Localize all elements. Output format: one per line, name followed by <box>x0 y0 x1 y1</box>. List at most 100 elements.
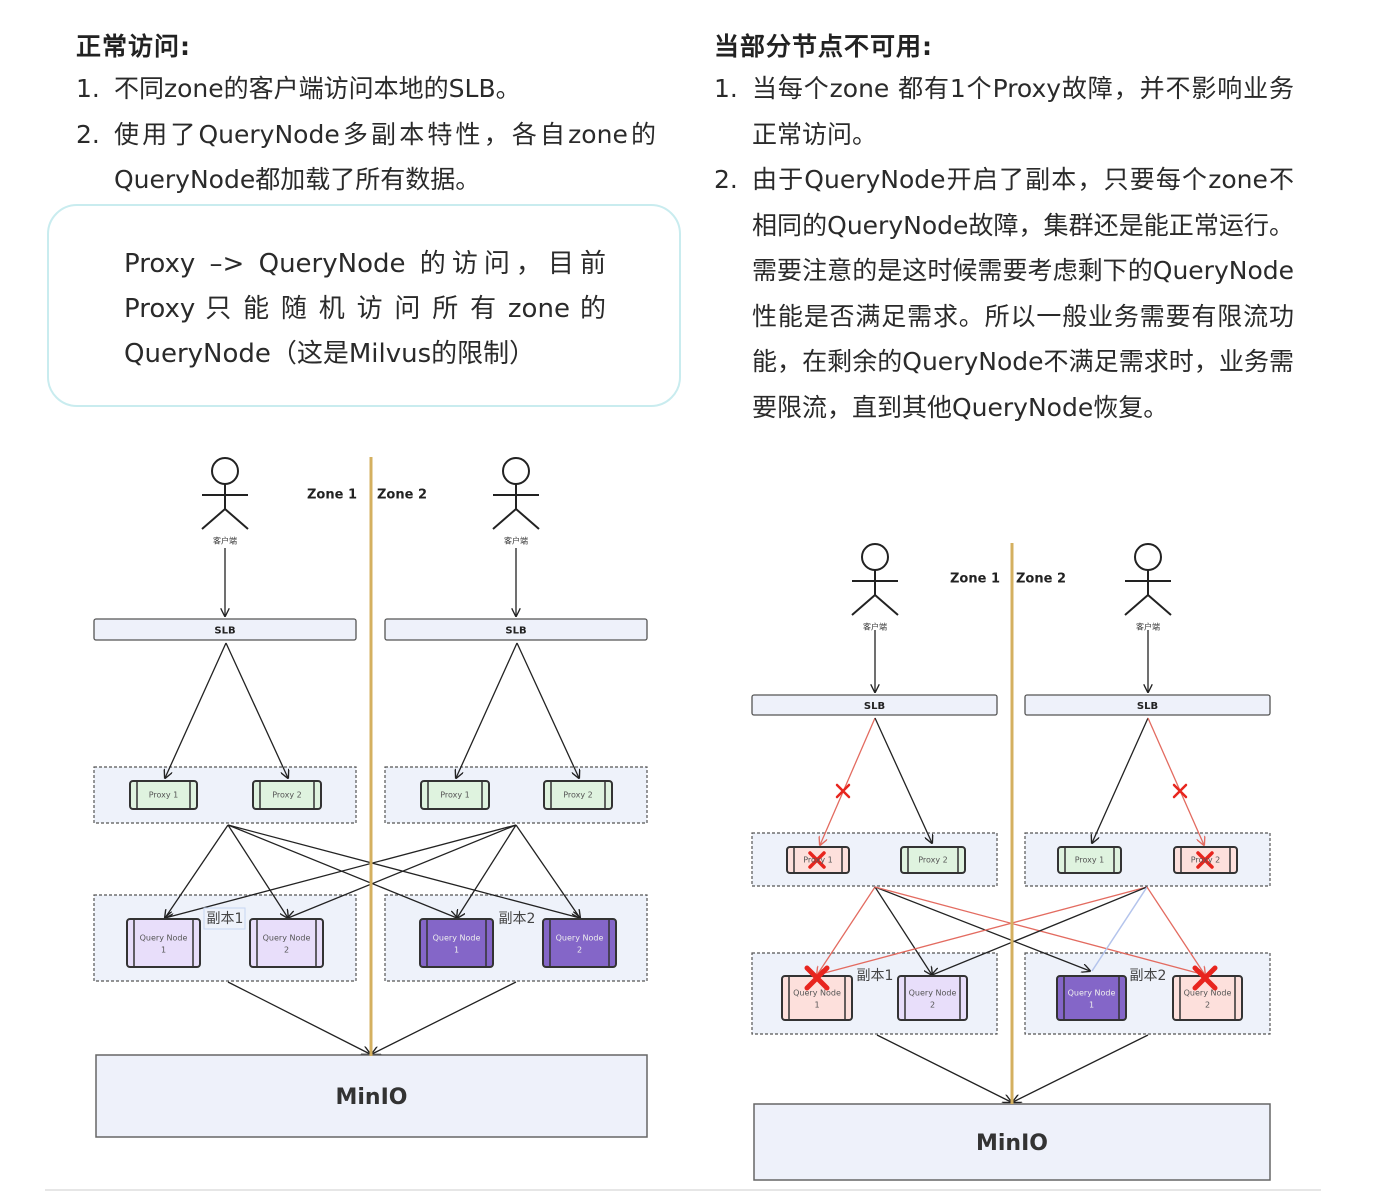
divider <box>45 1189 1321 1191</box>
proxy-box-divider <box>259 781 315 809</box>
replica-label: 副本1 <box>207 911 244 927</box>
connector-arrow <box>876 1034 1011 1102</box>
connector-arrow <box>1091 886 1148 972</box>
client-person-icon <box>492 484 540 530</box>
proxy-box <box>1057 846 1122 874</box>
minio-box <box>753 1103 1271 1181</box>
proxy-label: Proxy 2 <box>272 791 302 800</box>
proxy-label: Proxy 1 <box>1075 856 1105 865</box>
slb-label: SLB <box>1137 701 1158 712</box>
zone-label: Zone 2 <box>377 488 427 503</box>
slb-label: SLB <box>214 626 235 637</box>
query-node-box-divider <box>1179 976 1236 1020</box>
list-item: 2.由于QueryNode开启了副本，只要每个zone不相同的QueryNode… <box>714 165 1294 422</box>
replica-label: 副本2 <box>499 911 536 927</box>
query-node-box <box>249 918 324 968</box>
query-node-label: Query Node <box>909 989 957 998</box>
minio-label: MinIO <box>976 1131 1048 1156</box>
list-item: 1.当每个zone 都有1个Proxy故障，并不影响业务正常访问。 <box>714 74 1294 149</box>
client-person-icon <box>1134 543 1162 571</box>
failure-x-icon <box>1192 965 1218 991</box>
query-node-number: 1 <box>161 946 166 955</box>
connector-arrow <box>1092 717 1149 843</box>
query-node-box <box>897 975 968 1021</box>
zone-label: Zone 1 <box>950 572 1000 587</box>
client-person-icon <box>211 457 239 485</box>
connector-arrow <box>1147 717 1204 845</box>
failure-x-icon <box>835 783 851 799</box>
query-node-label: Query Node <box>556 934 604 943</box>
replica-label-frame <box>203 907 246 930</box>
proxy-box-divider <box>907 847 959 873</box>
left-heading: 正常访问: <box>76 32 191 61</box>
failure-x-icon <box>1172 783 1188 799</box>
query-node-box-divider <box>904 976 961 1020</box>
query-node-number: 2 <box>284 946 289 955</box>
slb-box <box>751 694 998 716</box>
query-node-number: 1 <box>1089 1001 1094 1010</box>
connector-arrow <box>457 824 517 918</box>
connector-arrow <box>874 886 1090 971</box>
proxy-label: Proxy 1 <box>440 791 470 800</box>
connector-arrow <box>165 824 229 918</box>
proxy-label: Proxy 2 <box>918 856 948 865</box>
proxy-label: Proxy 2 <box>563 791 593 800</box>
query-node-label: Query Node <box>433 934 481 943</box>
connector-arrow <box>227 824 580 918</box>
connector-arrow <box>516 642 579 778</box>
connector-arrow <box>874 717 932 843</box>
query-node-number: 1 <box>454 946 459 955</box>
right-heading: 当部分节点不可用: <box>714 32 933 61</box>
connector-arrow <box>1146 886 1205 975</box>
proxy-box <box>129 780 198 810</box>
proxy-label: Proxy 1 <box>149 791 179 800</box>
slb-box <box>93 618 357 641</box>
proxy-box-divider <box>136 781 191 809</box>
proxy-box-divider <box>793 847 843 873</box>
proxy-label: Proxy 1 <box>803 856 833 865</box>
query-node-box <box>1056 975 1127 1021</box>
query-node-number: 2 <box>1205 1001 1210 1010</box>
query-node-box-divider <box>133 919 194 967</box>
connector-arrow <box>456 642 518 778</box>
connector-arrow <box>817 886 1148 975</box>
client-person-icon <box>851 570 899 616</box>
slb-box <box>384 618 648 641</box>
connector-arrow <box>227 981 370 1054</box>
query-node-label: Query Node <box>263 934 311 943</box>
connector-arrow <box>874 886 932 975</box>
replica-label: 副本1 <box>857 968 894 984</box>
proxy-box <box>420 780 490 810</box>
connector-arrow <box>515 824 580 918</box>
query-node-box-divider <box>426 919 487 967</box>
client-person-icon <box>1124 570 1172 616</box>
list-item: 2.使用了QueryNode多副本特性，各自zone的QueryNode都加载了… <box>76 119 656 195</box>
proxy-label: Proxy 2 <box>1191 856 1221 865</box>
query-node-box-divider <box>788 976 846 1020</box>
client-label: 客户端 <box>863 622 887 632</box>
proxy-box <box>252 780 322 810</box>
query-node-box-divider <box>549 919 610 967</box>
query-node-label: Query Node <box>1184 989 1232 998</box>
client-label: 客户端 <box>213 536 237 546</box>
connector-arrow <box>817 886 876 975</box>
query-node-number: 2 <box>577 946 582 955</box>
connector-arrow <box>372 981 517 1054</box>
list-item: 1.不同zone的客户端访问本地的SLB。 <box>76 74 521 103</box>
zone-label: Zone 2 <box>1016 572 1066 587</box>
client-person-icon <box>861 543 889 571</box>
query-node-box-divider <box>1063 976 1120 1020</box>
zone-label: Zone 1 <box>307 488 357 503</box>
right-list: 1.当每个zone 都有1个Proxy故障，并不影响业务正常访问。 2.由于Qu… <box>714 66 1294 430</box>
proxy-box-divider <box>1064 847 1115 873</box>
connector-arrow <box>227 824 288 918</box>
note-box: Proxy –> QueryNode 的访问，目前Proxy 只 能 随 机 访… <box>47 204 681 407</box>
proxy-box-divider <box>1180 847 1231 873</box>
failure-x-icon <box>1196 851 1214 869</box>
proxy-box-divider <box>550 781 606 809</box>
client-label: 客户端 <box>1136 622 1160 632</box>
failure-x-icon <box>804 965 830 991</box>
minio-box <box>95 1054 648 1138</box>
client-person-icon <box>502 457 530 485</box>
